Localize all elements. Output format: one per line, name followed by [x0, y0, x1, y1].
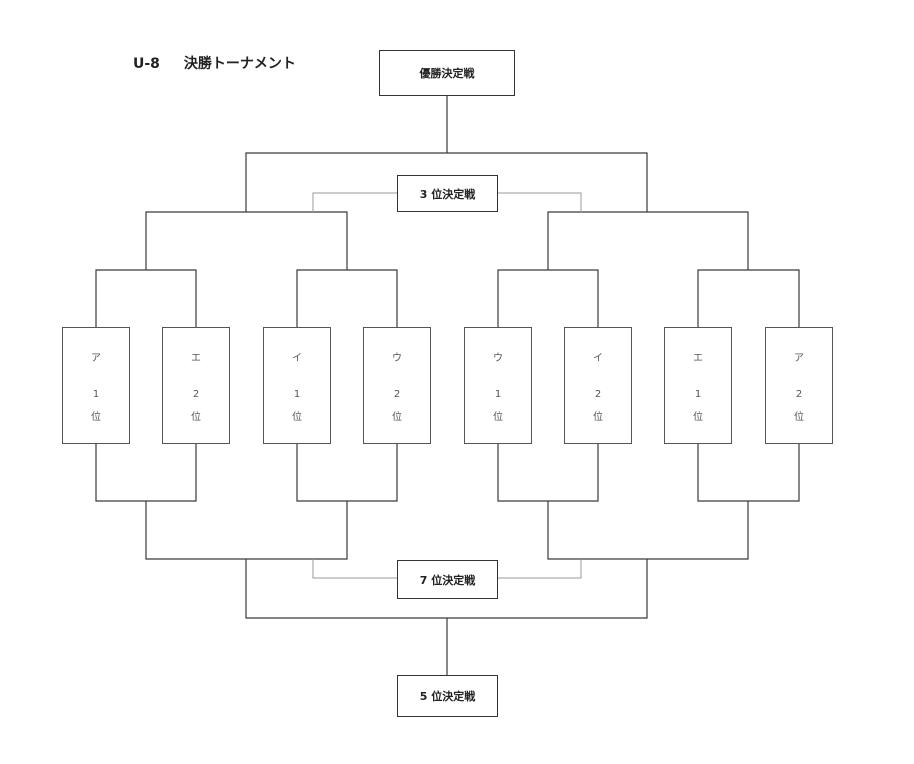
team-box-7: エ 1 位 — [664, 327, 732, 444]
team-rank-suffix: 位 — [392, 412, 402, 423]
lower-r1-connector-3 — [497, 443, 599, 502]
category-code: U-8 — [133, 56, 160, 72]
team-box-2: エ 2 位 — [162, 327, 230, 444]
upper-r1-connector-4 — [697, 269, 800, 327]
lower-semi-connector-right — [547, 501, 749, 560]
team-box-5: ウ 1 位 — [464, 327, 532, 444]
third-place-feed — [312, 192, 582, 212]
team-rank-suffix: 位 — [493, 412, 503, 423]
seventh-place-match-label: 7 位決定戦 — [419, 573, 476, 587]
team-group: イ — [593, 353, 603, 364]
team-rank: 1 — [494, 389, 502, 400]
seventh-place-feed — [312, 559, 582, 579]
team-box-6: イ 2 位 — [564, 327, 632, 444]
seventh-place-match-box: 7 位決定戦 — [397, 560, 498, 599]
upper-r1-connector-1 — [95, 269, 197, 327]
fifth-place-match-label: 5 位決定戦 — [419, 690, 476, 703]
team-rank-suffix: 位 — [91, 412, 101, 423]
team-group: エ — [693, 353, 703, 364]
team-box-8: ア 2 位 — [765, 327, 833, 444]
team-rank: 2 — [795, 389, 803, 400]
team-rank: 1 — [92, 389, 100, 400]
team-rank: 2 — [192, 389, 200, 400]
team-group: ア — [794, 353, 804, 364]
team-group: エ — [191, 353, 201, 364]
final-match-label: 優勝決定戦 — [419, 67, 475, 80]
team-group: ウ — [493, 353, 503, 364]
upper-semi-connector-right — [547, 211, 749, 270]
team-rank-suffix: 位 — [593, 412, 603, 423]
lower-r1-connector-4 — [697, 443, 800, 502]
team-rank: 1 — [293, 389, 301, 400]
team-box-1: ア 1 位 — [62, 327, 130, 444]
team-group: ア — [91, 353, 101, 364]
team-box-4: ウ 2 位 — [363, 327, 431, 444]
fifth-place-match-box: 5 位決定戦 — [397, 675, 498, 717]
third-place-match-label: 3 位決定戦 — [419, 187, 476, 201]
team-rank-suffix: 位 — [191, 412, 201, 423]
third-place-match-box: 3 位決定戦 — [397, 175, 498, 212]
team-rank-suffix: 位 — [292, 412, 302, 423]
team-rank: 2 — [594, 389, 602, 400]
team-rank-suffix: 位 — [794, 412, 804, 423]
team-box-3: イ 1 位 — [263, 327, 331, 444]
team-rank: 1 — [694, 389, 702, 400]
upper-r1-connector-2 — [296, 269, 398, 327]
team-rank: 2 — [393, 389, 401, 400]
team-group: ウ — [392, 353, 402, 364]
upper-semi-connector-left — [145, 211, 348, 270]
tournament-name: 決勝トーナメント — [183, 56, 296, 72]
lower-r1-connector-1 — [95, 443, 197, 502]
team-group: イ — [292, 353, 302, 364]
final-match-box: 優勝決定戦 — [379, 50, 515, 96]
team-rank-suffix: 位 — [693, 412, 703, 423]
page-title: U-8 決勝トーナメント — [133, 53, 296, 73]
lower-semi-connector-left — [145, 501, 348, 560]
lower-r1-connector-2 — [296, 443, 398, 502]
upper-r1-connector-3 — [497, 269, 599, 327]
